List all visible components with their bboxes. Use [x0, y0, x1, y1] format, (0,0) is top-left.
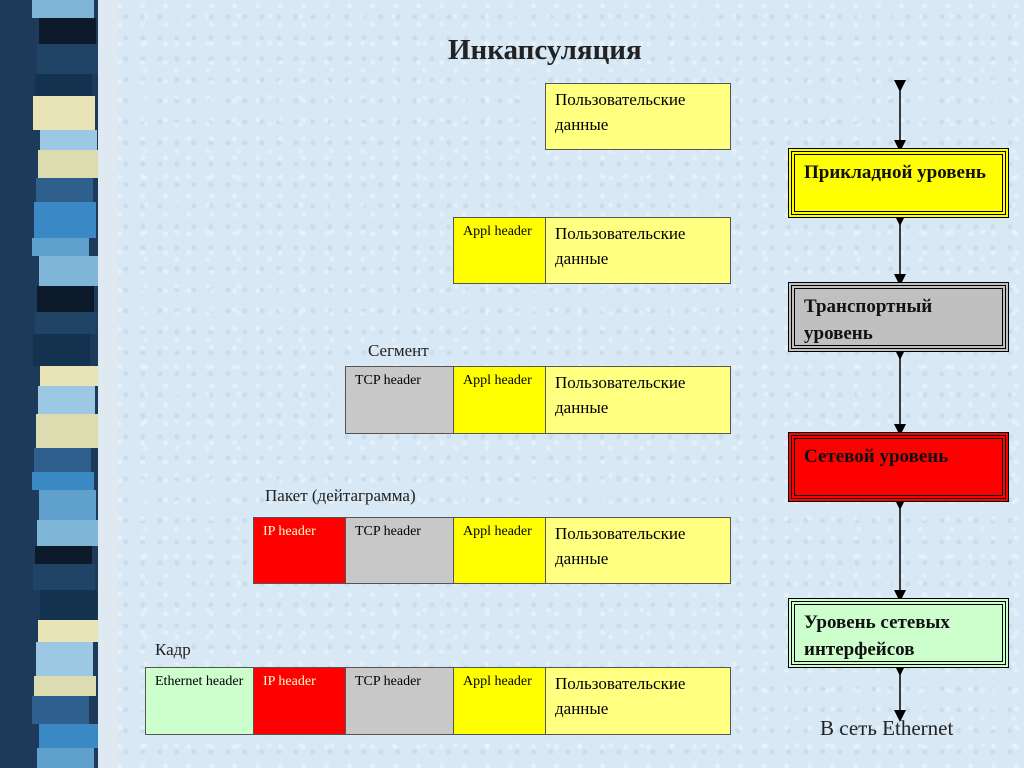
stripe-segment [37, 286, 94, 312]
stripe-segment [39, 256, 101, 286]
stripe-segment [35, 546, 92, 564]
user-data-cell: Пользовательские данные [545, 217, 731, 284]
stripe-segment [33, 334, 90, 366]
stripe-segment [40, 130, 97, 150]
user-data-cell: Пользовательские данные [545, 667, 731, 735]
stripe-segment [39, 18, 96, 44]
stripe-segment [37, 44, 99, 74]
stripe-segment [40, 366, 102, 386]
application-layer-box: Прикладной уровень [788, 148, 1009, 218]
frame-label: Кадр [155, 640, 191, 659]
page-title: Инкапсуляция [448, 34, 642, 66]
user-data-cell: Пользовательские данные [545, 517, 731, 584]
ethernet-network-label: В сеть Ethernet [820, 716, 954, 740]
decorative-stripe-border [0, 0, 118, 768]
network-interface-layer-box: Уровень сетевых интерфейсов [788, 598, 1009, 668]
network-layer-box: Сетевой уровень [788, 432, 1009, 502]
stripe-segment [39, 490, 96, 520]
ip-header-cell: IP header [253, 667, 346, 735]
stripe-segment [35, 74, 92, 96]
stripe-segment [33, 564, 95, 590]
stripe-segment [37, 748, 94, 768]
stripe-segment [34, 448, 91, 472]
tcp-header-cell: TCP header [345, 366, 454, 434]
stripe-segment [32, 472, 94, 490]
stripe-segment [38, 620, 100, 642]
stripe-segment [36, 642, 93, 676]
tcp-header-cell: TCP header [345, 667, 454, 735]
user-data-cell: Пользовательские данные [545, 366, 731, 434]
stripe-segment [34, 676, 96, 696]
stripe-segment [36, 414, 98, 448]
ip-header-cell: IP header [253, 517, 346, 584]
stripe-segment [36, 178, 93, 202]
tcp-header-cell: TCP header [345, 517, 454, 584]
transport-layer-box: Транспортный уровень [788, 282, 1009, 352]
stripe-segment [39, 724, 101, 748]
segment-label: Сегмент [368, 341, 429, 360]
stripe-segment [33, 96, 95, 130]
appl-header-cell: Appl header [453, 517, 546, 584]
stripe-segment [35, 312, 97, 334]
stripe-segment [32, 696, 89, 724]
appl-header-cell: Appl header [453, 667, 546, 735]
stripe-segment [37, 520, 99, 546]
stripe-segment [38, 386, 95, 414]
stripe-segment [40, 590, 97, 620]
stripe-segment [38, 150, 100, 178]
appl-header-cell: Appl header [453, 217, 546, 284]
ethernet-header-cell: Ethernet header [145, 667, 254, 735]
user-data-cell: Пользовательские данные [545, 83, 731, 150]
stripe-segment [32, 238, 89, 256]
appl-header-cell: Appl header [453, 366, 546, 434]
stripe-segment [32, 0, 94, 18]
packet-label: Пакет (дейтаграмма) [265, 486, 416, 505]
stripe-segment [34, 202, 96, 238]
